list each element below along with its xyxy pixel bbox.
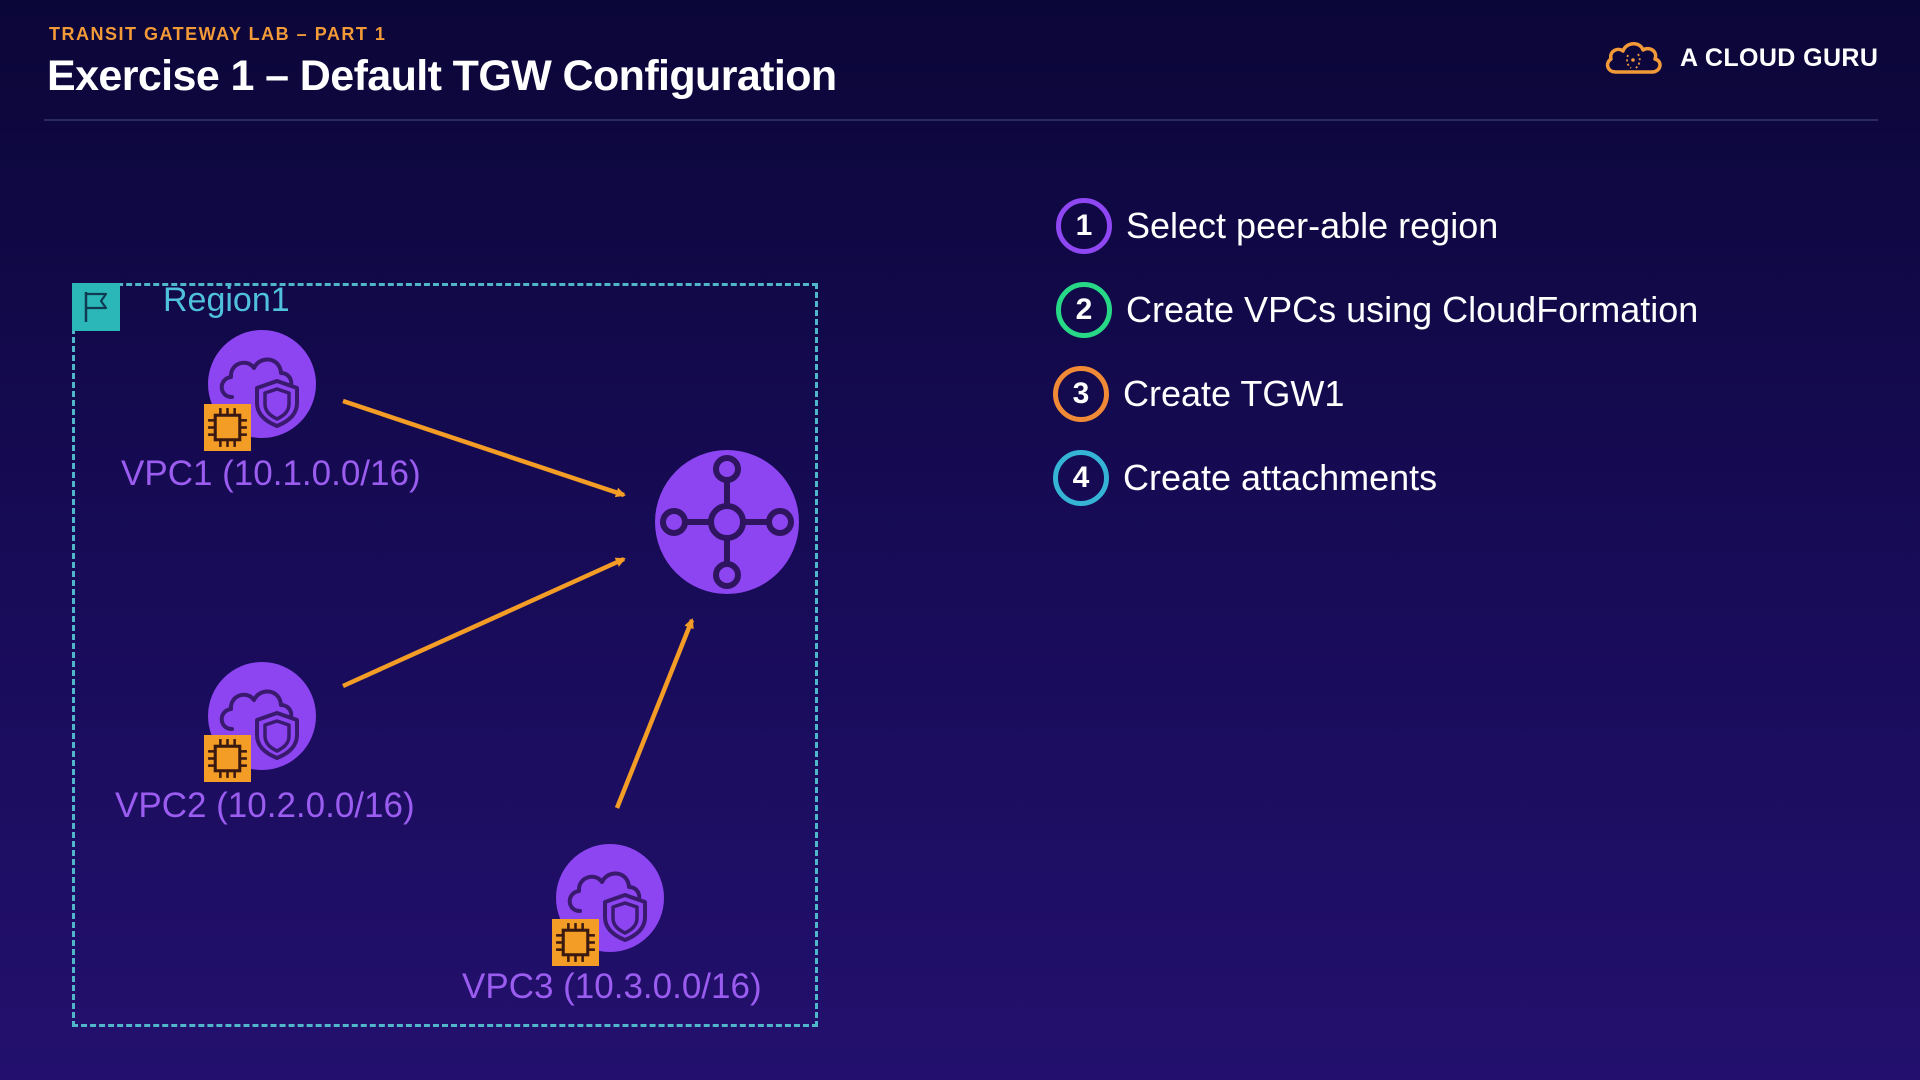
vpc2-label: VPC2 (10.2.0.0/16): [115, 786, 415, 825]
arrow-vpc1-to-tgw: [342, 398, 626, 498]
flag-icon: [72, 283, 120, 331]
step-number-badge: 4: [1053, 450, 1109, 506]
region-label: Region1: [163, 281, 290, 319]
step-number-badge: 1: [1056, 198, 1112, 254]
cloud-logo-icon: [1605, 42, 1662, 74]
page-title: Exercise 1 – Default TGW Configuration: [47, 52, 837, 100]
step-text: Create VPCs using CloudFormation: [1126, 289, 1699, 330]
chip-icon: [552, 919, 599, 966]
section-kicker: TRANSIT GATEWAY LAB – PART 1: [49, 24, 387, 44]
arrow-vpc2-to-tgw: [342, 556, 626, 689]
step-text: Create attachments: [1123, 457, 1438, 498]
vpc3-node: [552, 843, 665, 966]
vpc2-node: [204, 661, 317, 782]
arrow-vpc3-to-tgw: [614, 618, 695, 809]
step-1: 1 Select peer-able region: [1056, 198, 1498, 254]
vpc1-node: [204, 329, 317, 451]
chip-icon: [204, 404, 251, 451]
step-number-badge: 2: [1056, 282, 1112, 338]
chip-icon: [204, 735, 251, 782]
brand-name: A CLOUD GURU: [1680, 43, 1879, 72]
step-3: 3 Create TGW1: [1053, 366, 1344, 422]
step-4: 4 Create attachments: [1053, 450, 1437, 506]
brand: A CLOUD GURU: [1602, 38, 1878, 78]
header-divider: [44, 119, 1878, 121]
step-number-badge: 3: [1053, 366, 1109, 422]
step-text: Select peer-able region: [1126, 205, 1499, 246]
transit-gateway-icon: [655, 450, 799, 594]
step-2: 2 Create VPCs using CloudFormation: [1056, 282, 1698, 338]
region-boundary: [72, 283, 818, 1027]
vpc3-label: VPC3 (10.3.0.0/16): [462, 967, 762, 1006]
vpc1-label: VPC1 (10.1.0.0/16): [121, 454, 421, 493]
step-text: Create TGW1: [1123, 373, 1345, 414]
